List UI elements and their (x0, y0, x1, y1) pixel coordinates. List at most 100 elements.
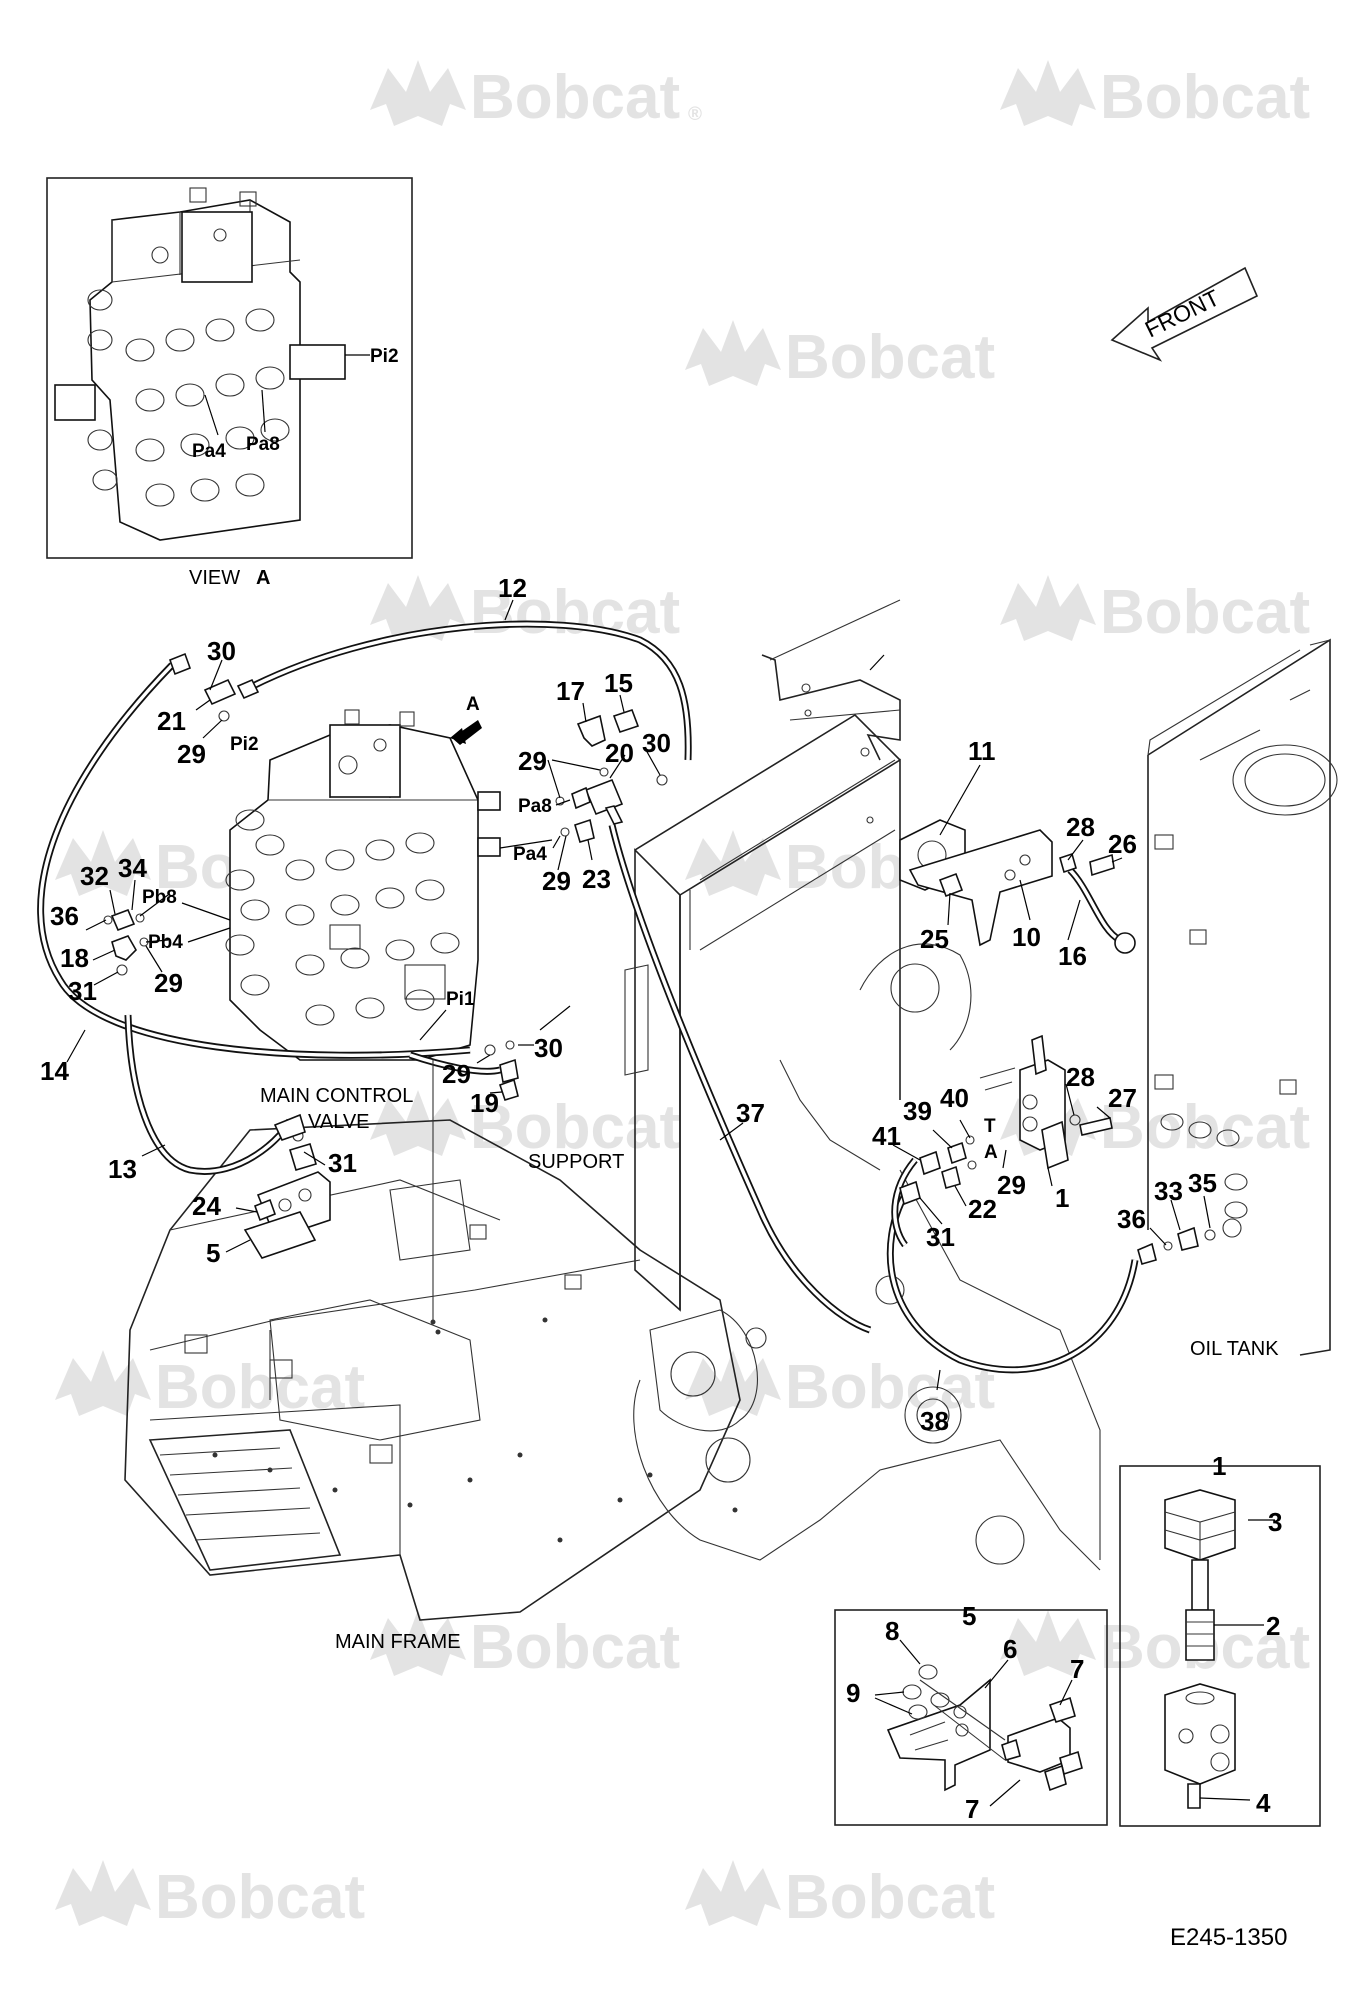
front-arrow: FRONT (1110, 266, 1259, 362)
port-label-pi2: Pi2 (230, 734, 259, 755)
callout: 40 (940, 1083, 969, 1113)
detail-1-inset (1119, 1465, 1321, 1827)
main-frame-outline (124, 1119, 741, 1621)
callout: 8 (885, 1616, 899, 1646)
leader-lines (66, 599, 1275, 1807)
callout: 29 (154, 968, 183, 998)
registered-mark: ® (688, 104, 702, 125)
detail-5-title: 5 (962, 1601, 976, 1631)
watermark: Bobcat (370, 1610, 680, 1682)
callout: 29 (442, 1059, 471, 1089)
callout: 34 (118, 853, 147, 883)
watermark: Bobcat (55, 1860, 365, 1932)
frame-lugs (184, 1224, 582, 1464)
port-label-a: A (984, 1142, 998, 1163)
detail-5-callouts: 5 8 6 7 9 7 (846, 1601, 1084, 1824)
watermark: Bobcat (685, 1860, 995, 1932)
hoses (37, 620, 1139, 1374)
detail-5-frame (834, 1609, 1108, 1826)
detail-5-inset (834, 1609, 1108, 1826)
callout: 27 (1108, 1083, 1137, 1113)
watermark-text: Bobcat (470, 63, 680, 132)
callout: 11 (968, 736, 996, 766)
view-marker-letter: A (466, 694, 480, 715)
detail-1-callouts: 1 3 2 4 (1212, 1451, 1282, 1818)
callout: 24 (192, 1191, 221, 1221)
bobcat-logo-icon (55, 1860, 151, 1926)
view-a-frame (46, 177, 413, 559)
callout: 3 (1268, 1507, 1282, 1537)
callout: 12 (498, 573, 527, 603)
view-a-caption: VIEW (189, 567, 240, 589)
callout: 28 (1066, 812, 1095, 842)
bobcat-logo-icon (370, 1610, 466, 1676)
callout: 18 (60, 943, 89, 973)
callout: 16 (1058, 941, 1087, 971)
view-a-marker: A (450, 694, 482, 745)
drawing-number: E245-1350 (1170, 1924, 1287, 1951)
callout: 29 (177, 739, 206, 769)
callout: 26 (1108, 829, 1137, 859)
port-label-pi1: Pi1 (446, 989, 475, 1010)
watermark: Bobcat ® (370, 60, 702, 132)
main-frame-step (148, 1429, 342, 1571)
watermark: Bobcat (1000, 575, 1310, 647)
callout: 31 (926, 1222, 955, 1252)
callout: 7 (965, 1794, 979, 1824)
watermark-text: Bobcat (470, 578, 680, 647)
captions: MAIN CONTROL VALVE SUPPORT OIL TANK MAIN… (260, 1085, 1279, 1653)
cartridge-2 (1185, 1609, 1215, 1661)
callout: 39 (903, 1096, 932, 1126)
view-arrow-icon (450, 720, 482, 745)
fittings (103, 652, 1242, 1325)
frame-rivets (212, 1317, 738, 1543)
callout: 6 (1003, 1634, 1017, 1664)
callout: 9 (846, 1678, 860, 1708)
callout: 2 (1266, 1611, 1280, 1641)
watermark: Bobcat (370, 1090, 680, 1162)
watermark: Bobcat (55, 1350, 365, 1422)
callout: 4 (1256, 1788, 1271, 1818)
callouts: 12 30 21 29 17 15 29 20 30 23 29 11 28 2… (40, 573, 1217, 1436)
callout: 29 (542, 866, 571, 896)
bobcat-logo-icon (1000, 575, 1096, 641)
port-label-pa4: Pa4 (513, 844, 547, 865)
port-label-t: T (984, 1116, 996, 1137)
callout: 5 (206, 1238, 220, 1268)
view-a-label-pi2: Pi2 (370, 346, 399, 367)
port-label-pb4: Pb4 (148, 932, 183, 953)
bobcat-logo-icon (685, 1350, 781, 1416)
callout: 1 (1055, 1183, 1069, 1213)
view-a-label-pa8: Pa8 (246, 434, 280, 455)
detail-1-frame (1119, 1465, 1321, 1827)
callout: 29 (518, 746, 547, 776)
callout: 19 (470, 1088, 499, 1118)
valve-body-4 (1164, 1683, 1236, 1785)
bobcat-logo-icon (1000, 1610, 1096, 1676)
watermark-text: Bobcat (785, 1863, 995, 1932)
view-a-caption-letter: A (256, 567, 270, 589)
callout: 15 (604, 668, 633, 698)
callout: 41 (872, 1121, 901, 1151)
callout: 7 (1070, 1654, 1084, 1684)
callout: 17 (556, 676, 585, 706)
callout: 30 (642, 728, 671, 758)
caption-main-frame: MAIN FRAME (335, 1631, 461, 1653)
callout: 36 (1117, 1204, 1146, 1234)
watermark: Bobcat (685, 320, 995, 392)
watermark-text: Bobcat (785, 323, 995, 392)
oil-tank-outline (1147, 638, 1331, 1356)
callout: 25 (920, 924, 949, 954)
bobcat-logo-icon (55, 1350, 151, 1416)
watermark-text: Bobcat (155, 1353, 365, 1422)
callout: 14 (40, 1056, 69, 1086)
watermark-text: Bobcat (1100, 578, 1310, 647)
caption-oil-tank: OIL TANK (1190, 1338, 1279, 1360)
machine-structure (124, 599, 1338, 1621)
view-a-valve-drawing (54, 187, 346, 541)
front-arrow-icon (1110, 266, 1259, 362)
callout: 37 (736, 1098, 765, 1128)
bobcat-logo-icon (55, 830, 151, 896)
